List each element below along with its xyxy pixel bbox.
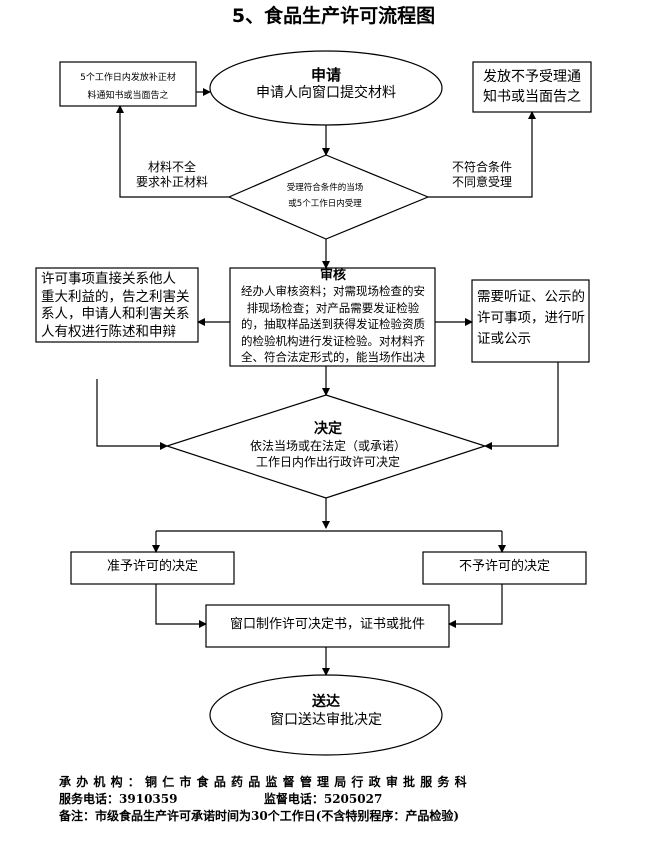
apply-heading: 申请 <box>310 66 341 84</box>
edge-deny-to-produce <box>448 584 503 628</box>
accept-line: 或5个工作日内受理 <box>288 199 362 209</box>
reject-notice-line: 发放不予受理通 <box>483 69 581 85</box>
notify-interested-line: 重大利益的，告之利害关 <box>41 288 190 305</box>
edge-label-line: 材料不全 <box>147 160 196 174</box>
hearing-line: 证或公示 <box>477 331 531 347</box>
supplement-notice-box <box>59 61 197 107</box>
grant-box <box>70 551 235 585</box>
footer-info: 承办机构：铜仁市食品药品监督管理局行政审批服务科 服务电话：3910359 监督… <box>59 774 559 825</box>
hearing-node: 需要听证、公示的 许可事项，进行听 证或公示 <box>477 287 587 350</box>
edge-accept-to-supplement <box>116 105 229 198</box>
edge-label-line: 不符合条件 <box>451 160 512 174</box>
service-phone-label: 服务电话： <box>59 792 120 806</box>
reject-notice-node: 发放不予受理通 知书或当面告之 <box>473 67 591 107</box>
edge-label-line: 不同意受理 <box>451 175 512 189</box>
supplement-notice-line: 料通知书或当面告之 <box>87 91 169 101</box>
deny-box <box>422 551 587 585</box>
decision-line: 工作日内作出行政许可决定 <box>255 455 400 469</box>
edge-hearing-to-decision <box>484 362 559 450</box>
edge-accept-to-reject <box>428 111 536 198</box>
review-line: 的，抽取样品送到获得发证检验资质 <box>241 317 425 331</box>
agency-row: 承办机构：铜仁市食品药品监督管理局行政审批服务科 <box>59 774 559 791</box>
hearing-box <box>471 279 590 363</box>
apply-text: 申请人向窗口提交材料 <box>256 84 396 101</box>
apply-node: 申请 申请人向窗口提交材料 <box>210 66 442 102</box>
review-box <box>229 267 436 367</box>
notify-interested-line: 人有权进行陈述和申辩 <box>41 323 176 340</box>
phone-row: 服务电话：3910359 监督电话：5205027 <box>59 791 559 808</box>
decision-heading: 决定 <box>314 421 342 437</box>
supervision-phone: 5205027 <box>323 792 383 806</box>
edge-notify-to-decision <box>96 379 168 450</box>
accept-node: 受理符合条件的当场 或5个工作日内受理 <box>270 180 380 212</box>
notify-interested-box <box>35 267 199 343</box>
edge-label-not-qualified: 不符合条件 不同意受理 <box>432 160 532 190</box>
deliver-node: 送达 窗口送达审批决定 <box>210 694 442 729</box>
review-line: 的检验机构进行发证检验。对材料齐 <box>241 333 425 348</box>
reject-notice-box <box>472 61 592 113</box>
accept-line: 受理符合条件的当场 <box>286 183 364 193</box>
edge-label-line: 要求补正材料 <box>135 175 208 189</box>
decision-node: 决定 依法当场或在法定（或承诺） 工作日内作出行政许可决定 <box>200 421 456 470</box>
service-phone: 3910359 <box>119 792 178 806</box>
reject-notice-line: 知书或当面告之 <box>483 89 581 105</box>
page-title: 5、食品生产许可流程图 <box>231 5 436 27</box>
hearing-line: 需要听证、公示的 <box>477 289 585 305</box>
deliver-text: 窗口送达审批决定 <box>270 711 382 728</box>
edge-label-incomplete: 材料不全 要求补正材料 <box>122 160 222 190</box>
review-line: 排现场检查；对产品需要发证检验 <box>246 300 420 315</box>
review-line: 经办人审核资料；对需现场检查的安 <box>241 284 425 298</box>
notify-interested-node: 许可事项直接关系他人 重大利益的，告之利害关 系人，申请人和利害关系 人有权进行… <box>41 271 196 341</box>
deny-node: 不予许可的决定 <box>458 559 550 574</box>
hearing-line: 许可事项，进行听 <box>477 310 585 326</box>
agency-label: 承办机构： <box>59 775 146 789</box>
review-node: 审核 经办人审核资料；对需现场检查的安 排现场检查；对产品需要发证检验 的，抽取… <box>231 268 435 365</box>
supervision-phone-label: 监督电话： <box>263 792 324 806</box>
notify-interested-line: 许可事项直接关系他人 <box>41 271 176 287</box>
supplement-notice-node: 5个工作日内发放补正材 料通知书或当面告之 <box>60 69 196 105</box>
deliver-heading: 送达 <box>312 694 340 710</box>
edge-grant-to-produce <box>155 584 207 628</box>
grant-node: 准予许可的决定 <box>106 559 198 574</box>
review-line: 全、符合法定形式的，能当场作出决 <box>241 350 425 364</box>
produce-node: 窗口制作许可决定书，证书或批件 <box>229 617 425 632</box>
supplement-notice-line: 5个工作日内发放补正材 <box>80 73 176 83</box>
notify-interested-line: 系人，申请人和利害关系 <box>41 306 190 322</box>
review-heading: 审核 <box>319 268 346 283</box>
agency-name: 铜仁市食品药品监督管理局行政审批服务科 <box>145 775 472 789</box>
note: 备注：市级食品生产许可承诺时间为30个工作日(不含特别程序：产品检验) <box>59 809 460 823</box>
decision-line: 依法当场或在法定（或承诺） <box>249 439 406 453</box>
